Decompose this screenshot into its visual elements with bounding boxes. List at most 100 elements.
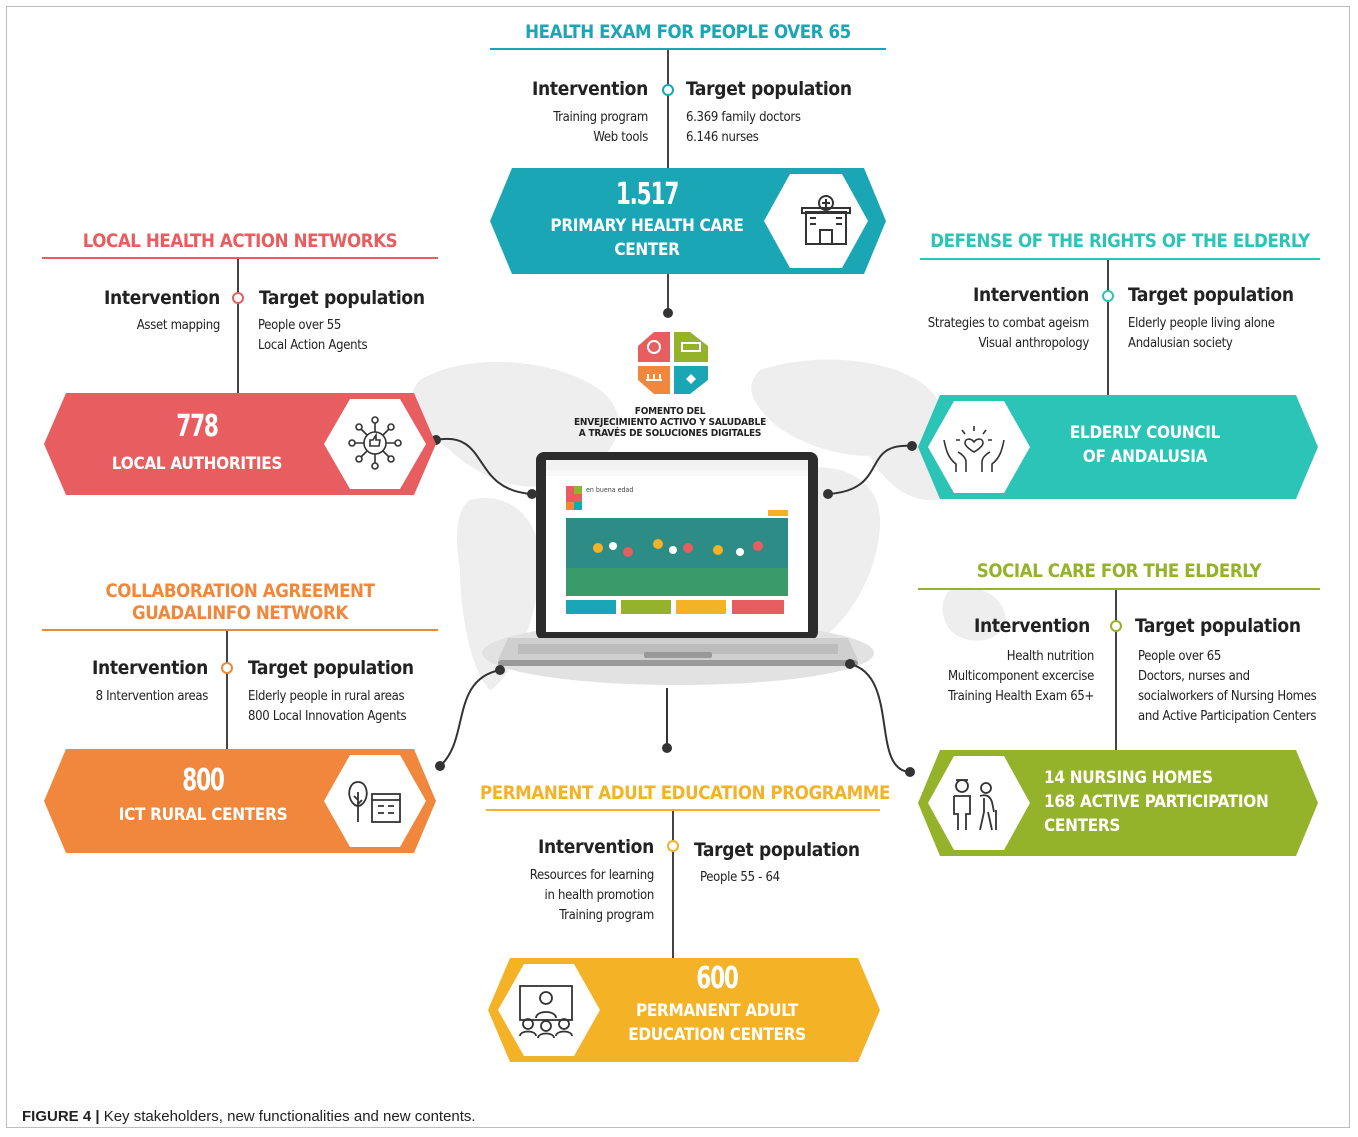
logo-line: A TRAVÉS DE SOLUCIONES DIGITALES [578, 428, 762, 439]
defense-rights-target-list: Elderly people living alone Andalusian s… [1128, 314, 1275, 354]
network-thumbs-up-icon [348, 416, 402, 470]
list-item: Training program [559, 908, 654, 923]
title-line: GUADALINFO NETWORK [132, 603, 348, 624]
connector-dot [527, 489, 537, 499]
list-item: Training Health Exam 65+ [948, 689, 1094, 704]
guadalinfo-intervention-list: 8 Intervention areas [60, 687, 209, 707]
label-line: PRIMARY HEALTH CARE [550, 216, 744, 236]
adult-education-title: PERMANENT ADULT EDUCATION PROGRAMME [480, 783, 890, 804]
tree-building-icon [348, 781, 401, 823]
connector-dot [435, 761, 445, 771]
social-care-rule [918, 588, 1320, 590]
label-line: ELDERLY COUNCIL [1069, 423, 1221, 443]
list-item: and Active Participation Centers [1138, 709, 1317, 724]
local-health-label: LOCAL AUTHORITIES [90, 452, 304, 476]
guadalinfo-label: ICT RURAL CENTERS [96, 803, 310, 827]
health-exam-target-header: Target population [686, 78, 852, 100]
figure-caption: FIGURE 4 | Key stakeholders, new functio… [22, 1108, 476, 1125]
list-item: Elderly people in rural areas [248, 689, 405, 704]
list-item: People over 65 [1138, 649, 1221, 664]
local-health-rule [42, 257, 438, 259]
connector-dot [662, 743, 672, 753]
caption-text: Key stakeholders, new functionalities an… [99, 1108, 476, 1125]
list-item: 6.369 family doctors [686, 110, 801, 125]
list-item: Resources for learning [529, 868, 655, 883]
adult-education-intervention-list: Resources for learning in health promoti… [490, 866, 655, 926]
defense-rights-target-header: Target population [1128, 284, 1294, 306]
defense-rights-title: DEFENSE OF THE RIGHTS OF THE ELDERLY [930, 231, 1310, 252]
connector-dot [495, 665, 505, 675]
social-care-ring [1110, 620, 1122, 632]
list-item: Web tools [593, 130, 648, 145]
local-health-target-header: Target population [259, 287, 425, 309]
defense-rights-banner [918, 395, 1318, 499]
list-item: 800 Local Innovation Agents [248, 709, 407, 724]
guadalinfo-ring [221, 662, 233, 674]
connector-dot [663, 308, 673, 318]
defense-rights-intervention-header: Intervention [973, 284, 1089, 306]
list-item: Elderly people living alone [1128, 316, 1275, 331]
guadalinfo-title: COLLABORATION AGREEMENT GUADALINFO NETWO… [42, 581, 438, 625]
social-care-target-list: People over 65 Doctors, nurses and socia… [1138, 647, 1317, 727]
label-line: 14 NURSING HOMES [1044, 768, 1213, 788]
connector-dot [907, 441, 917, 451]
local-health-divider [237, 259, 239, 395]
list-item: 6.146 nurses [686, 130, 759, 145]
list-item: Strategies to combat ageism [927, 316, 1090, 331]
local-health-number: 778 [176, 409, 219, 444]
caption-label: FIGURE 4 | [22, 1108, 100, 1125]
list-item: Doctors, nurses and [1138, 669, 1250, 684]
health-exam-rule [490, 48, 886, 50]
label-line: CENTER [614, 240, 680, 260]
classroom-icon [519, 985, 573, 1038]
label-line: EDUCATION CENTERS [628, 1025, 806, 1045]
health-exam-number: 1.517 [615, 177, 679, 212]
laptop-site-name: en buena edad [586, 486, 634, 494]
adult-education-number: 600 [696, 961, 739, 996]
guadalinfo-intervention-header: Intervention [92, 657, 208, 679]
guadalinfo-number: 800 [182, 763, 225, 798]
figure-frame [6, 6, 1350, 1128]
local-health-title: LOCAL HEALTH ACTION NETWORKS [82, 231, 398, 252]
social-care-banner [918, 750, 1318, 856]
connector-dot [845, 659, 855, 669]
social-care-intervention-header: Intervention [974, 615, 1090, 637]
label-line: CENTERS [1044, 816, 1121, 836]
list-item: 8 Intervention areas [95, 689, 209, 704]
health-exam-banner [490, 168, 886, 274]
adult-education-target-header: Target population [694, 839, 860, 861]
hospital-icon [801, 195, 851, 245]
guadalinfo-target-header: Target population [248, 657, 414, 679]
health-exam-intervention-list: Training program Web tools [500, 108, 648, 148]
logo-line: ENVEJECIMIENTO ACTIVO Y SALUDABLE [573, 417, 767, 428]
connector-dot [905, 767, 915, 777]
defense-rights-ring [1102, 290, 1114, 302]
list-item: socialworkers of Nursing Homes [1138, 689, 1317, 704]
list-item: in health promotion [544, 888, 655, 903]
health-exam-intervention-header: Intervention [532, 78, 648, 100]
local-health-banner [44, 393, 436, 495]
list-item: Training program [553, 110, 648, 125]
list-item: Asset mapping [136, 318, 221, 333]
social-care-intervention-list: Health nutrition Multicomponent excercis… [910, 647, 1094, 707]
health-exam-divider [667, 50, 669, 170]
social-care-target-header: Target population [1135, 615, 1301, 637]
list-item: People over 55 [258, 318, 341, 333]
list-item: Andalusian society [1128, 336, 1233, 351]
center-logo [638, 332, 708, 394]
adult-education-label: PERMANENT ADULT EDUCATION CENTERS [610, 999, 824, 1047]
label-line: OF ANDALUSIA [1082, 447, 1208, 467]
health-exam-label: PRIMARY HEALTH CARE CENTER [540, 214, 754, 262]
caring-hands-icon [943, 426, 1005, 472]
defense-rights-rule [920, 258, 1320, 260]
local-health-intervention-header: Intervention [104, 287, 220, 309]
guadalinfo-rule [42, 629, 438, 631]
title-line: COLLABORATION AGREEMENT [105, 581, 375, 602]
social-care-divider [1115, 590, 1117, 750]
center-logo-text: FOMENTO DEL ENVEJECIMIENTO ACTIVO Y SALU… [560, 406, 780, 439]
label-line: ICT RURAL CENTERS [118, 805, 288, 825]
logo-line: FOMENTO DEL [634, 406, 706, 417]
list-item: Local Action Agents [258, 338, 368, 353]
